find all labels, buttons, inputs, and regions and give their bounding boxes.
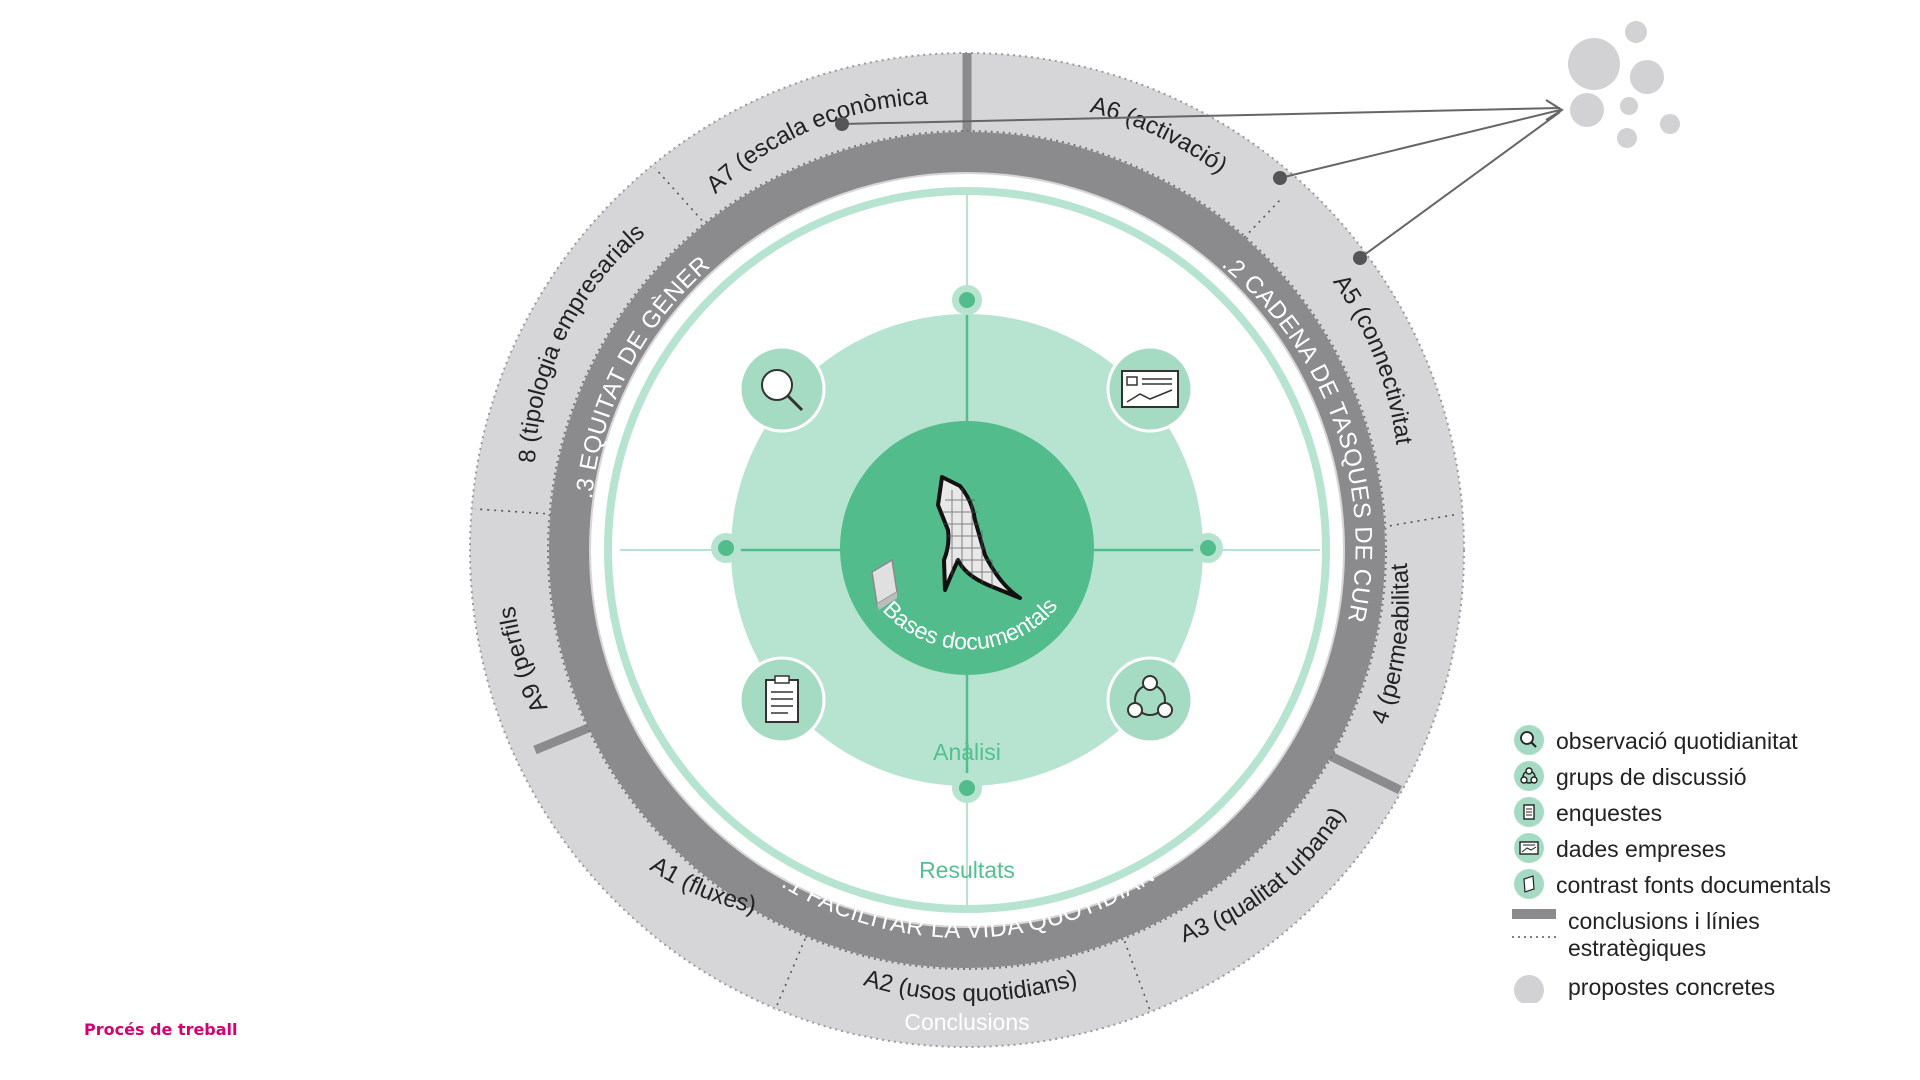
- legend-item-company-data: dades empreses: [1512, 831, 1912, 867]
- company-data-icon: [1106, 345, 1194, 433]
- clipboard-icon: [738, 656, 826, 744]
- legend-item-strategic-lines: conclusions i línies estratègiques: [1512, 903, 1912, 969]
- band-outline: [547, 130, 1387, 970]
- documents-icon: [1514, 869, 1544, 899]
- company-data-icon: [1514, 833, 1544, 863]
- legend-item-surveys: enquestes: [1512, 795, 1912, 831]
- legend-item-observation: observació quotidianitat: [1512, 723, 1912, 759]
- legend-item-documents: contrast fonts documentals: [1512, 867, 1912, 903]
- conclusions-label: Conclusions: [904, 1009, 1029, 1035]
- strategic-band: [549, 132, 1385, 968]
- cross-nodes: [711, 285, 1223, 803]
- proposal-arrows: [835, 99, 1564, 265]
- footer-title: Procés de treball: [84, 1020, 238, 1039]
- legend: observació quotidianitat grups de discus…: [1512, 723, 1912, 1005]
- analysis-label: Anàlisi: [933, 739, 1001, 765]
- results-label: Resultats: [919, 857, 1015, 883]
- documents-icon: [871, 558, 898, 610]
- clipboard-icon: [1514, 797, 1544, 827]
- legend-item-proposals: propostes concretes: [1512, 969, 1912, 1005]
- legend-item-groups: grups de discussió: [1512, 759, 1912, 795]
- territory-map-icon: [936, 475, 1022, 600]
- strategic-lines-swatch: [1512, 909, 1556, 938]
- proposal-bubble-icon: [1514, 975, 1544, 1003]
- results-ring: [604, 187, 1330, 913]
- group-icon: [1514, 761, 1544, 791]
- magnifier-icon: [738, 345, 826, 433]
- proposal-bubbles: [1568, 21, 1680, 148]
- group-icon: [1106, 656, 1194, 744]
- section-a9: A9 (perfils): [0, 0, 553, 717]
- magnifier-icon: [1514, 725, 1544, 755]
